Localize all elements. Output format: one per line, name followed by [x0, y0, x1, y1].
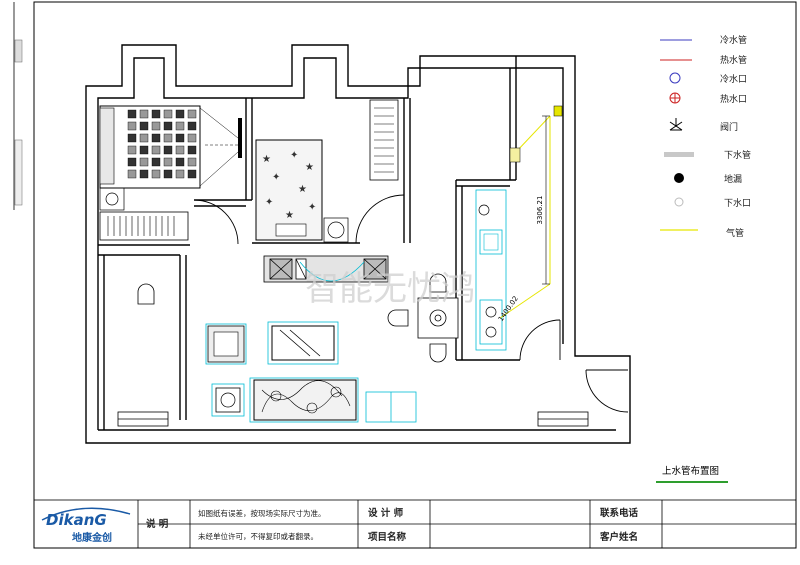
gas-pipes: [499, 115, 551, 319]
phone-label: 联系电话: [600, 507, 639, 519]
drain-pipe-icon: [664, 152, 694, 157]
sofa-highlight: [249, 377, 359, 423]
legend-label-hot-outlet: 热水口: [720, 93, 747, 105]
living-room: [205, 321, 417, 423]
side-table: [215, 387, 241, 413]
sink: [479, 229, 503, 255]
pillow: [275, 223, 307, 237]
title-block: [33, 499, 797, 549]
second-bedroom: ★✦ ★✦ ★✦ ★✦: [255, 99, 399, 243]
svg-text:★: ★: [285, 210, 294, 221]
watermark-text: 智能无忧鸿: [305, 269, 475, 309]
lamp-icon: [105, 192, 119, 206]
legend-label-cold-pipe: 冷水管: [720, 34, 747, 46]
drawing-title: 上水管布置图: [662, 465, 719, 477]
client-name-label: 客户姓名: [599, 531, 638, 543]
tv-view-lines: [199, 107, 239, 187]
svg-text:✦: ✦: [272, 172, 280, 183]
dimension-lines: [542, 115, 550, 285]
doors: [193, 194, 629, 413]
water-heater: [509, 147, 521, 163]
tv-arc: [299, 261, 365, 282]
dining-set: [137, 273, 459, 363]
wardrobe-2: [369, 99, 399, 181]
logo-text-en: DikanG: [46, 511, 107, 529]
nightstand-2: [323, 217, 349, 243]
margin-label-2: [14, 139, 23, 206]
valve-icon: [669, 118, 683, 131]
project-name-label: 项目名称: [368, 531, 407, 543]
kitchen-counter: [475, 189, 507, 351]
svg-text:★: ★: [298, 184, 307, 195]
bed-headboard: [99, 107, 115, 185]
company-logo: DikanG 地康金创: [41, 507, 131, 544]
note-line-1: 如图纸有误差，按现场实际尺寸为准。: [198, 508, 326, 518]
sofa: [253, 379, 357, 421]
note-line-2: 未经单位许可，不得复印或者翻录。: [198, 531, 318, 541]
master-bedroom: [99, 105, 242, 241]
side-table-highlight: [211, 383, 245, 417]
bed-frame-2: [255, 139, 323, 241]
logo-text-cn: 地康金创: [72, 531, 112, 544]
sofa-pattern: [261, 380, 351, 414]
dimension-vertical: 3306.21: [536, 196, 544, 225]
tv-unit: [238, 118, 242, 158]
notes-label: 说 明: [146, 518, 169, 530]
svg-text:✦: ✦: [308, 202, 316, 213]
designer-label: 设 计 师: [368, 507, 404, 519]
nightstand: [99, 187, 125, 211]
margin-label-1: [14, 39, 23, 63]
legend-label-gas-pipe: 气管: [726, 227, 744, 239]
svg-text:✦: ✦: [290, 150, 298, 161]
legend-label-drain-pipe: 下水管: [724, 149, 751, 161]
gas-meter: [553, 105, 563, 117]
drain-outlet-icon: [674, 197, 684, 207]
coffee-table-highlight: [267, 321, 339, 365]
svg-text:★: ★: [262, 154, 271, 165]
stove: [479, 299, 503, 345]
legend-label-drain-outlet: 下水口: [724, 197, 751, 209]
cold-water-outlet-icon: [669, 72, 681, 84]
wardrobe: [99, 211, 189, 241]
svg-text:★: ★: [305, 162, 314, 173]
windows: [117, 411, 589, 427]
legend-label-hot-pipe: 热水管: [720, 54, 747, 66]
legend-label-floor-drain: 地漏: [724, 173, 742, 185]
armchair-highlight: [205, 323, 247, 365]
floor-drain-icon: [674, 173, 684, 183]
bed-quilt-pattern: [127, 109, 197, 179]
svg-text:✦: ✦: [265, 197, 273, 208]
legend-label-cold-outlet: 冷水口: [720, 73, 747, 85]
walls: [85, 44, 631, 444]
legend-label-valve: 阀门: [720, 121, 738, 133]
bed-frame: [99, 105, 201, 189]
legend: 冷水管 热水管 冷水口 热水口 阀门 下水管 地漏 下水口 气管: [660, 34, 751, 239]
bed-star-pattern: ★✦ ★✦ ★✦ ★✦: [262, 150, 316, 221]
